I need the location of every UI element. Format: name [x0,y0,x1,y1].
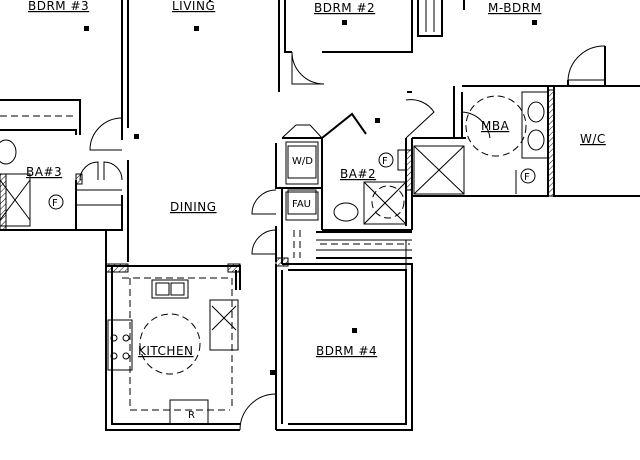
furnace-label: FAU [292,199,311,210]
room-label-kitchen: KITCHEN [138,344,194,358]
room-label-mbdrm: M-BDRM [488,1,541,15]
svg-text:F: F [52,198,58,209]
refrigerator-label: R [188,410,195,421]
room-label-bdrm4: BDRM #4 [316,344,377,358]
fan-icon-ba2: F [378,152,394,168]
fan-icon-mba: F [520,168,536,184]
washer-dryer-label: W/D [292,156,313,167]
svg-text:F: F [524,172,530,183]
room-label-bdrm3: BDRM #3 [28,0,89,13]
room-label-ba3: BA#3 [26,165,62,179]
walls [0,0,640,431]
fan-icon-ba3: F [48,194,64,210]
doors [79,45,606,431]
room-label-living: LIVING [172,0,215,13]
room-label-ba2: BA#2 [340,167,376,181]
svg-text:F: F [382,156,388,167]
room-label-wc: W/C [580,132,606,146]
room-label-dining: DINING [170,200,217,214]
fixtures [0,20,549,425]
room-label-mba: MBA [481,119,510,133]
room-label-bdrm2: BDRM #2 [314,1,375,15]
